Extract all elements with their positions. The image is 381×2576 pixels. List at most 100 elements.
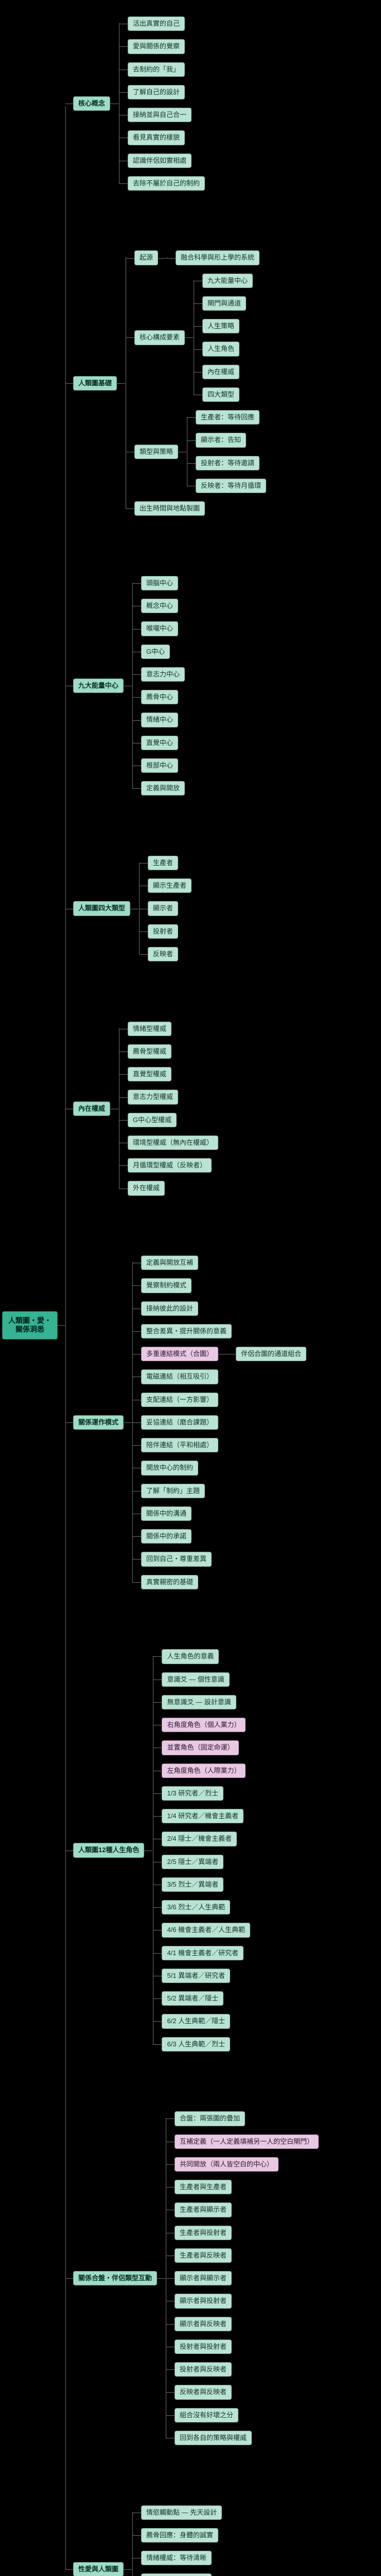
topic-node[interactable]: 直覺型權威 xyxy=(128,1067,172,1082)
topic-node[interactable]: 情緒型權威 xyxy=(128,1021,172,1036)
topic-node[interactable]: 反映者與反映者 xyxy=(175,2385,232,2400)
topic-node[interactable]: 2/5 隱士／異端者 xyxy=(162,1854,224,1869)
root-node[interactable]: 人類圖・愛・關係洞悉 xyxy=(2,1311,65,1340)
topic-node[interactable]: 真實親密的基礎 xyxy=(141,1574,199,1589)
branch-node[interactable]: 關係運作模式 xyxy=(73,1415,132,1430)
topic-node[interactable]: 陪伴連結（平和相處） xyxy=(141,1438,219,1453)
topic-node[interactable]: 顯示者：告知 xyxy=(196,433,247,448)
topic-node[interactable]: 起源 xyxy=(134,250,167,265)
topic-node[interactable]: 閘門與通道 xyxy=(202,296,247,311)
topic-node[interactable]: G中心 xyxy=(141,644,170,659)
topic-node[interactable]: 關係中的溝通 xyxy=(141,1506,192,1521)
topic-node[interactable]: 伴侶合圖的通道組合 xyxy=(236,1347,307,1362)
topic-node[interactable]: 融合科學與形上學的系統 xyxy=(176,250,260,265)
topic-node[interactable]: 意志力中心 xyxy=(141,667,185,682)
branch-node[interactable]: 內在權威 xyxy=(73,1101,119,1116)
topic-node[interactable]: 活出真實的自己 xyxy=(128,16,185,31)
topic-node[interactable]: 反映者 xyxy=(148,946,179,962)
topic-node[interactable]: 四大類型 xyxy=(202,387,240,402)
topic-node[interactable]: 左角度角色（人際業力） xyxy=(162,1763,246,1778)
topic-node[interactable]: 顯示者與投射者 xyxy=(175,2294,232,2309)
topic-node[interactable]: 6/2 人生典範／隱士 xyxy=(162,2014,231,2029)
topic-node[interactable]: 人生策略 xyxy=(202,319,240,334)
topic-node[interactable]: 合盤：兩張圖的疊加 xyxy=(175,2111,246,2126)
branch-node[interactable]: 人類圖基礎 xyxy=(73,376,126,391)
topic-node[interactable]: 生產者與投射者 xyxy=(175,2225,232,2240)
topic-node[interactable]: 情慾觸動點 — 先天設計 xyxy=(141,2505,222,2520)
topic-node[interactable]: 意識爻 — 個性意識 xyxy=(162,1672,230,1687)
topic-node[interactable]: 情緒中心 xyxy=(141,713,179,727)
topic-node[interactable]: 右角度角色（個人業力） xyxy=(162,1718,246,1733)
topic-node[interactable]: 1/3 研究者／烈士 xyxy=(162,1786,224,1801)
topic-node[interactable]: 直覺中心 xyxy=(141,735,179,750)
topic-node[interactable]: 意志力型權威 xyxy=(128,1090,179,1105)
topic-node[interactable]: 顯示者與反映者 xyxy=(175,2316,232,2331)
topic-node[interactable]: 4/1 機會主義者／研究者 xyxy=(162,1945,244,1960)
topic-node[interactable]: 九大能量中心 xyxy=(202,273,253,288)
topic-node[interactable]: 月循環型權威（反映者） xyxy=(128,1158,212,1173)
topic-node[interactable]: 出生時間與地點製圖 xyxy=(134,501,205,516)
topic-node[interactable]: G中心型權威 xyxy=(128,1112,177,1127)
topic-node[interactable]: 薦骨回應：身體的誠實 xyxy=(141,2528,219,2543)
topic-node[interactable]: 了解「制約」主題 xyxy=(141,1483,205,1498)
topic-node[interactable]: 人生角色的意義 xyxy=(162,1649,219,1664)
topic-node[interactable]: 環境型權威（無內在權威） xyxy=(128,1135,219,1150)
topic-node[interactable]: 性與親密的潛在模式 xyxy=(141,2573,212,2576)
topic-node[interactable]: 定義與開放 xyxy=(141,781,185,796)
topic-node[interactable]: 電磁連結（相互吸引） xyxy=(141,1369,219,1384)
topic-node[interactable]: 接納並與自己合一 xyxy=(128,108,192,123)
topic-node[interactable]: 多重連結模式（合圖） xyxy=(141,1347,227,1362)
topic-node[interactable]: 愛與關係的覺察 xyxy=(128,39,185,54)
topic-node[interactable]: 6/3 人生典範／烈士 xyxy=(162,2037,231,2052)
topic-node[interactable]: 3/5 烈士／異端者 xyxy=(162,1877,224,1892)
branch-node[interactable]: 性愛與人類圖 xyxy=(73,2562,132,2576)
topic-node[interactable]: 4/6 機會主義者／人生典範 xyxy=(162,1923,251,1938)
topic-node[interactable]: 定義與開放互補 xyxy=(141,1256,199,1270)
topic-node[interactable]: 認識伴侶如實相處 xyxy=(128,153,192,168)
topic-node[interactable]: 並置角色（固定命運） xyxy=(162,1740,239,1755)
topic-node[interactable]: 薦骨中心 xyxy=(141,690,179,705)
topic-node[interactable]: 內在權威 xyxy=(202,364,240,379)
topic-node[interactable]: 外在權威 xyxy=(128,1181,165,1196)
topic-node[interactable]: 看見真實的樣貌 xyxy=(128,130,185,145)
topic-node[interactable]: 2/4 隱士／機會主義者 xyxy=(162,1832,237,1846)
topic-node[interactable]: 喉嚨中心 xyxy=(141,621,179,636)
topic-node[interactable]: 顯示生產者 xyxy=(148,878,192,893)
topic-node[interactable]: 人生角色 xyxy=(202,342,240,357)
topic-node[interactable]: 妥協連結（磨合課題） xyxy=(141,1415,219,1430)
topic-node[interactable]: 生產者與生產者 xyxy=(175,2180,232,2195)
branch-node[interactable]: 關係合盤・伴侶類型互動 xyxy=(73,2271,166,2286)
topic-node[interactable]: 情緒權威：等待清晰 xyxy=(141,2551,212,2566)
topic-node[interactable]: 互補定義（一人定義填補另一人的空白閘門） xyxy=(175,2134,319,2149)
topic-node[interactable]: 反映者：等待月循環 xyxy=(196,478,267,494)
topic-node[interactable]: 頭腦中心 xyxy=(141,575,179,591)
branch-node[interactable]: 核心概念 xyxy=(73,96,119,111)
topic-node[interactable]: 3/6 烈士／人生典範 xyxy=(162,1900,231,1915)
topic-node[interactable]: 1/4 研究者／機會主義者 xyxy=(162,1809,244,1824)
branch-node[interactable]: 人類圖12種人生角色 xyxy=(73,1843,153,1858)
topic-node[interactable]: 去制約的「我」 xyxy=(128,62,185,77)
topic-node[interactable]: 類型與策略 xyxy=(134,444,187,459)
topic-node[interactable]: 整合差異・提升關係的意義 xyxy=(141,1324,232,1339)
topic-node[interactable]: 生產者：等待回應 xyxy=(196,410,260,425)
topic-node[interactable]: 回到各自的策略與權威 xyxy=(175,2430,252,2446)
branch-node[interactable]: 人類圖四大類型 xyxy=(73,901,139,916)
topic-node[interactable]: 顯示者與顯示者 xyxy=(175,2271,232,2286)
topic-node[interactable]: 投射者 xyxy=(148,924,179,939)
topic-node[interactable]: 回到自己・尊重差異 xyxy=(141,1552,212,1567)
topic-node[interactable]: 5/2 異端者／隱士 xyxy=(162,1991,224,2006)
topic-node[interactable]: 投射者與反映者 xyxy=(175,2362,232,2377)
topic-node[interactable]: 概念中心 xyxy=(141,599,179,614)
topic-node[interactable]: 去除不屬於自己的制約 xyxy=(128,176,205,191)
topic-node[interactable]: 生產者與反映者 xyxy=(175,2248,232,2263)
topic-node[interactable]: 無意識爻 — 設計意識 xyxy=(162,1694,236,1710)
topic-node[interactable]: 薦骨型權威 xyxy=(128,1044,172,1059)
topic-node[interactable]: 生產者與顯示者 xyxy=(175,2202,232,2217)
topic-node[interactable]: 關係中的承諾 xyxy=(141,1529,192,1544)
topic-node[interactable]: 組合沒有好壞之分 xyxy=(175,2408,239,2422)
topic-node[interactable]: 支配連結（一方影響） xyxy=(141,1392,219,1407)
topic-node[interactable]: 投射者：等待邀請 xyxy=(196,455,260,470)
topic-node[interactable]: 了解自己的設計 xyxy=(128,84,185,99)
topic-node[interactable]: 顯示者 xyxy=(148,901,179,916)
topic-node[interactable]: 接納彼此的設計 xyxy=(141,1301,199,1316)
